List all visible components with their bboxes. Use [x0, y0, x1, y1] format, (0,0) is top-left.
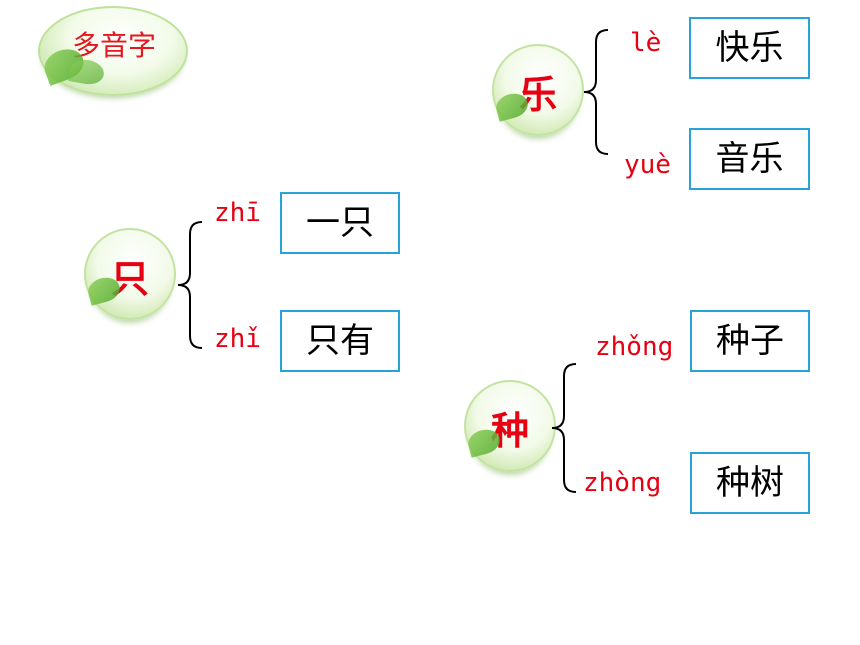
- page-title: 多音字: [72, 29, 157, 62]
- pinyin-yue: yuè: [624, 150, 671, 180]
- brace-icon: [177, 221, 203, 349]
- char-orb-zhong: 种: [464, 380, 556, 472]
- word-box-zhiyou: 只有: [280, 310, 400, 372]
- word-box-yizhi: 一只: [280, 192, 400, 254]
- pinyin-zhong3: zhǒng: [595, 332, 674, 362]
- word-box-zhongshu: 种树: [690, 452, 810, 514]
- pinyin-zhi3: zhǐ: [214, 324, 261, 354]
- pinyin-zhi1: zhī: [214, 198, 261, 228]
- char-orb-le: 乐: [492, 44, 584, 136]
- word-box-kuaile: 快乐: [689, 17, 810, 79]
- pinyin-le: lè: [630, 28, 662, 58]
- word-box-yinyue: 音乐: [689, 128, 810, 190]
- char-orb-zhi: 只: [84, 228, 176, 320]
- title-badge: 多音字: [38, 6, 188, 96]
- brace-icon: [583, 29, 609, 155]
- word-box-zhongzi: 种子: [690, 310, 810, 372]
- brace-icon: [551, 363, 577, 493]
- pinyin-zhong4: zhòng: [583, 468, 662, 498]
